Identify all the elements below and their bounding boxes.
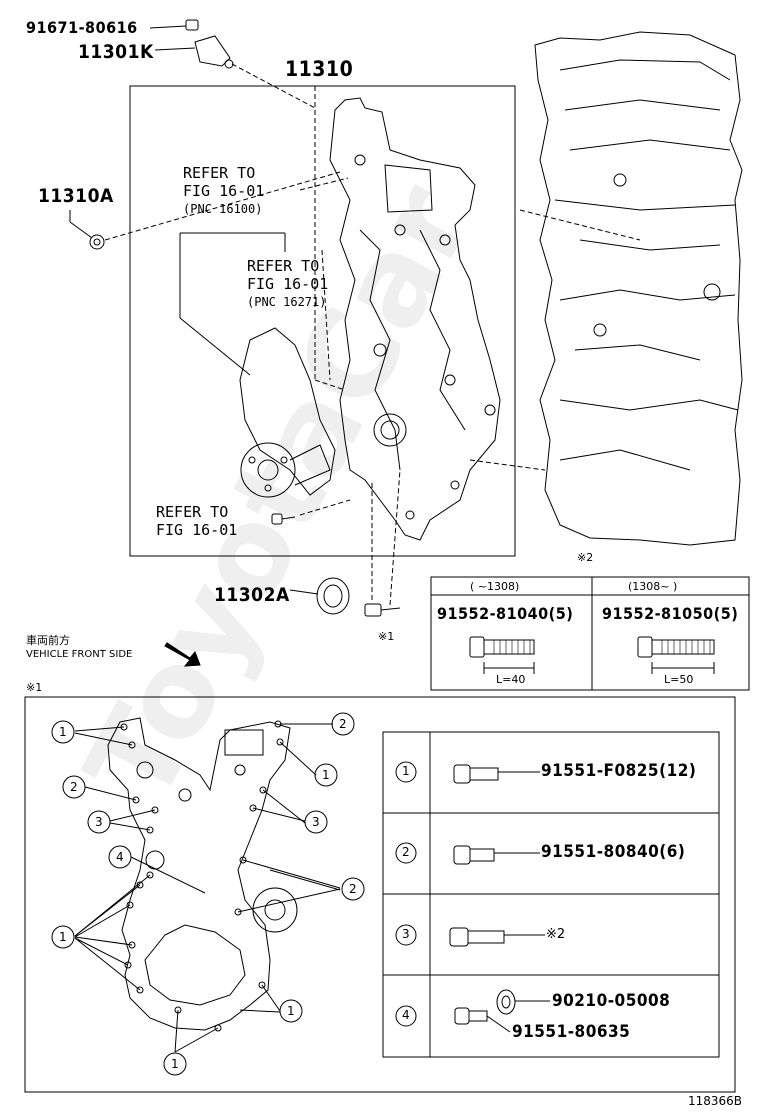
callout-11310: 11310	[285, 57, 354, 81]
legend-part-2: 91551-80840(6)	[541, 842, 686, 862]
bolt-table-col2-part: 91552-81050(5)	[602, 604, 739, 623]
pump-bolt-drawing	[271, 513, 296, 525]
bolt-star-drawing	[364, 603, 401, 617]
legend-num-1: 1	[402, 764, 410, 778]
bolt-table-bolt1	[469, 636, 535, 674]
legend-bolt-2	[453, 845, 540, 865]
bubble-2-b: 2	[70, 780, 78, 794]
bubble-2-a: 2	[339, 717, 347, 731]
leader-lines-upper	[69, 25, 319, 595]
refer-note-1: REFER TO FIG 16-01 (PNC 16100)	[183, 164, 265, 216]
vehicle-front-arrow	[164, 642, 201, 667]
bolt-table-col1-head: ( ~1308)	[470, 580, 520, 593]
legend-bolt-1	[453, 764, 540, 784]
vehicle-front-jp: 車両前方	[26, 634, 70, 647]
bolt-table-grid	[430, 576, 750, 691]
cam-sensor-drawing	[185, 19, 234, 69]
star-mark-1-frame: ※1	[26, 681, 43, 694]
bolt-table-bolt2	[637, 636, 715, 674]
engine-block-outline	[534, 31, 743, 546]
callout-11302a: 11302A	[214, 584, 290, 606]
bolt-table-col1-part: 91552-81040(5)	[437, 604, 574, 623]
leader-lines-lower	[74, 723, 341, 1053]
bubble-1-a: 1	[59, 725, 67, 739]
water-pump-drawing	[239, 327, 336, 498]
legend-part-3: ※2	[546, 927, 566, 942]
legend-num-3: 3	[402, 927, 410, 941]
bubble-4: 4	[116, 850, 124, 864]
legend-table-grid	[382, 731, 720, 1058]
callout-11310a: 11310A	[38, 185, 114, 207]
figure-id: 118366B	[688, 1094, 743, 1108]
bolt-table-col2-len: L=50	[664, 673, 694, 686]
legend-part-1: 91551-F0825(12)	[541, 761, 697, 781]
bolt-table-col1-len: L=40	[496, 673, 526, 686]
dashed-lines-upper	[104, 63, 641, 606]
refer-note-2: REFER TO FIG 16-01 (PNC 16271)	[247, 257, 329, 309]
bubble-1-b: 1	[322, 768, 330, 782]
bubble-1-d: 1	[287, 1004, 295, 1018]
legend-num-4: 4	[402, 1008, 410, 1022]
bubble-1-c: 1	[59, 930, 67, 944]
bubble-3-a: 3	[95, 815, 103, 829]
legend-part-4b: 91551-80635	[512, 1022, 631, 1042]
callout-91671-80616: 91671-80616	[26, 18, 138, 37]
timing-cover-drawing	[329, 97, 501, 541]
lower-cover-drawing	[107, 717, 298, 1032]
legend-bolt-3	[449, 927, 545, 947]
vehicle-front-en: VEHICLE FRONT SIDE	[26, 649, 133, 660]
legend-num-2: 2	[402, 845, 410, 859]
plug-drawing	[89, 234, 105, 250]
refer-note-3: REFER TO FIG 16-01	[156, 503, 238, 539]
star-mark-2-table: ※2	[577, 551, 594, 564]
bolt-table-col2-head: (1308~ )	[628, 580, 678, 593]
bubble-2-c: 2	[349, 882, 357, 896]
bubble-circles	[51, 712, 417, 1076]
lower-frame-box	[24, 696, 736, 1093]
star-mark-1-bolt: ※1	[378, 630, 395, 643]
oil-seal-drawing	[316, 577, 350, 615]
legend-bolt-4	[454, 989, 550, 1033]
callout-11301k: 11301K	[78, 41, 154, 63]
bubble-1-e: 1	[171, 1057, 179, 1071]
upper-frame-box	[129, 85, 516, 557]
bubble-3-b: 3	[312, 815, 320, 829]
legend-part-4a: 90210-05008	[552, 991, 671, 1011]
